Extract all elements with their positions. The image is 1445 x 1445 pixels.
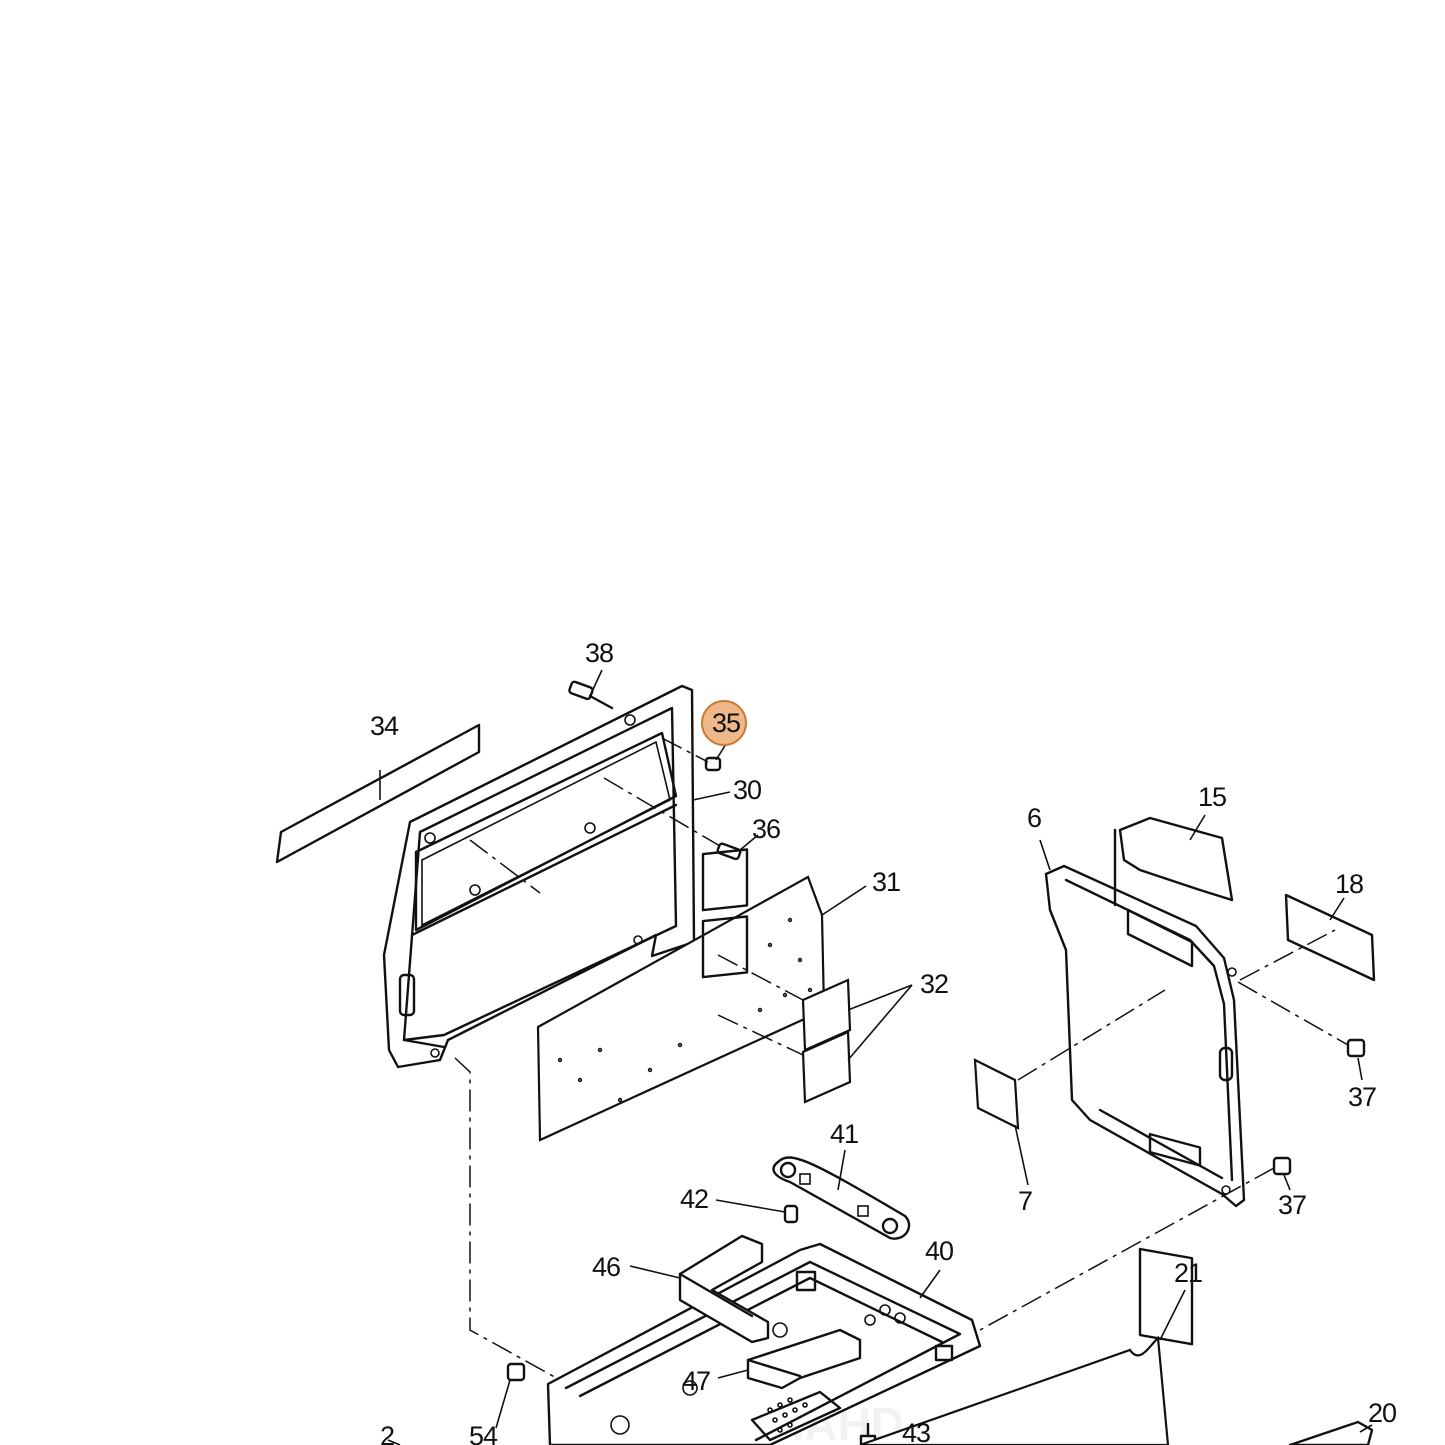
callout-37-lower[interactable]: 37 bbox=[1278, 1190, 1307, 1220]
part-54-nut[interactable] bbox=[495, 1362, 526, 1429]
callout-35[interactable]: 35 bbox=[712, 708, 741, 738]
part-38-bolt[interactable] bbox=[568, 669, 614, 710]
alignment-line-18 bbox=[1239, 929, 1336, 981]
part-42-screw[interactable] bbox=[715, 1199, 799, 1224]
callout-2[interactable]: 2 bbox=[380, 1421, 395, 1445]
part-30-front-panel[interactable] bbox=[382, 684, 696, 1069]
callout-32[interactable]: 32 bbox=[920, 969, 949, 999]
part-34-label-plate[interactable] bbox=[275, 723, 481, 864]
highlight-marker bbox=[701, 700, 747, 746]
callout-54[interactable]: 54 bbox=[469, 1421, 499, 1445]
part-41-strap[interactable] bbox=[772, 1149, 911, 1240]
callout-36[interactable]: 36 bbox=[752, 814, 781, 844]
leader-30 bbox=[692, 791, 731, 801]
callout-38[interactable]: 38 bbox=[585, 638, 614, 668]
callout-21[interactable]: 21 bbox=[1174, 1258, 1203, 1288]
part-20-part[interactable] bbox=[1288, 1420, 1374, 1445]
part-18-label[interactable] bbox=[1284, 893, 1376, 982]
part-32-pads[interactable] bbox=[717, 954, 913, 1104]
callout-34[interactable]: 34 bbox=[370, 711, 400, 741]
callout-6[interactable]: 6 bbox=[1027, 803, 1042, 833]
callout-37-upper[interactable]: 37 bbox=[1348, 1082, 1377, 1112]
part-6-side-panel[interactable] bbox=[1039, 839, 1246, 1346]
callout-7[interactable]: 7 bbox=[1018, 1186, 1033, 1216]
leader-2 bbox=[387, 1439, 401, 1445]
part-31-insulation[interactable] bbox=[536, 848, 867, 1142]
callout-20[interactable]: 20 bbox=[1368, 1398, 1397, 1428]
callout-30[interactable]: 30 bbox=[733, 775, 762, 805]
callout-40[interactable]: 40 bbox=[925, 1236, 954, 1266]
part-37-bolt-upper[interactable] bbox=[1237, 981, 1366, 1081]
part-21-side-sheet[interactable] bbox=[859, 1289, 1186, 1445]
part-7-pad[interactable] bbox=[973, 989, 1166, 1186]
part-35-screw[interactable] bbox=[661, 737, 727, 772]
callout-15[interactable]: 15 bbox=[1198, 782, 1227, 812]
callout-42[interactable]: 42 bbox=[680, 1184, 709, 1214]
part-46-foam-block[interactable] bbox=[629, 1234, 770, 1344]
callout-43[interactable]: 43 bbox=[902, 1418, 931, 1445]
alignment-line-left bbox=[454, 1057, 561, 1381]
part-37-bolt-lower[interactable] bbox=[979, 1156, 1292, 1331]
part-40-base-tray[interactable] bbox=[546, 1242, 982, 1445]
callout-41[interactable]: 41 bbox=[830, 1119, 859, 1149]
part-47-foam-block[interactable] bbox=[717, 1328, 862, 1390]
part-15-handle[interactable] bbox=[1113, 814, 1234, 1167]
callout-31[interactable]: 31 bbox=[872, 867, 901, 897]
callout-46[interactable]: 46 bbox=[592, 1252, 621, 1282]
callout-47[interactable]: 47 bbox=[682, 1366, 711, 1396]
callout-18[interactable]: 18 bbox=[1335, 869, 1364, 899]
